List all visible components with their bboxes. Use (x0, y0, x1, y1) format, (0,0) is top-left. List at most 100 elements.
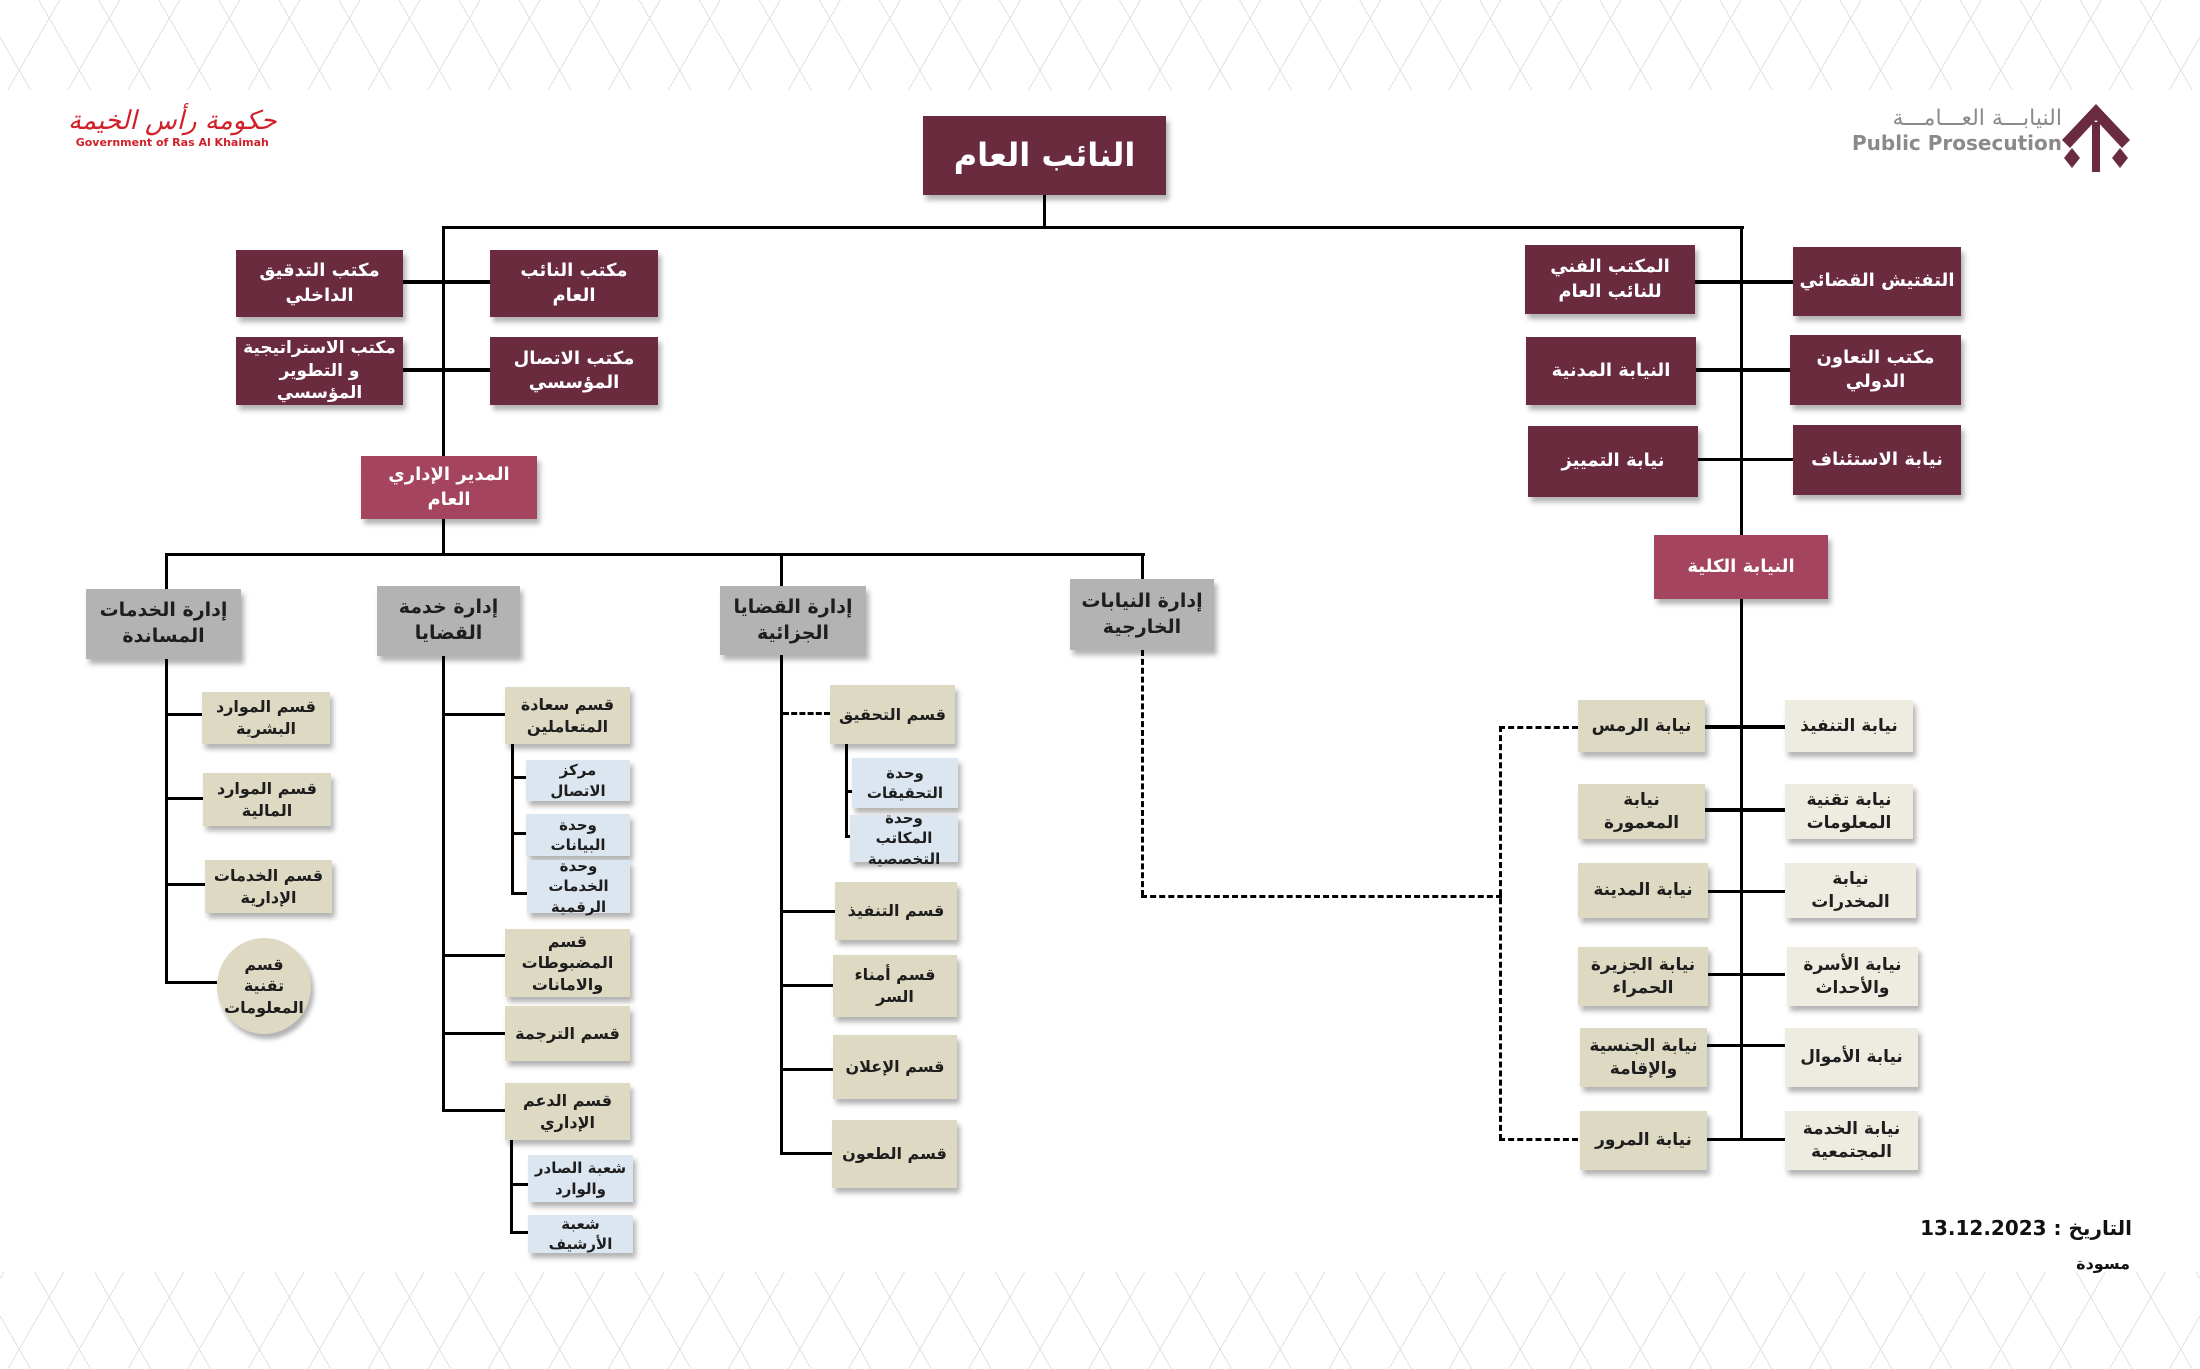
connector-line (845, 835, 852, 838)
connector-line (165, 981, 217, 984)
admin-director-box[interactable]: المدير الإداري العام (361, 456, 537, 519)
narcotics-prosecution-box[interactable]: نيابة المخدرات (1785, 863, 1916, 918)
connector-line (511, 892, 527, 895)
dashed-connector-line (1499, 726, 1578, 729)
connector-line (780, 984, 833, 987)
rams-prosecution-box[interactable]: نيابة الرمس (1578, 700, 1705, 752)
clerks-section-box[interactable]: قسم أمناء السر (833, 955, 957, 1017)
connector-line (1705, 725, 1785, 729)
it-prosecution-box[interactable]: نيابة تقنية المعلومات (1785, 784, 1913, 839)
support-services-dept-box[interactable]: إدارة الخدمات المساندة (86, 589, 241, 659)
city-prosecution-box[interactable]: نيابة المدينة (1578, 863, 1708, 918)
call-center-unit-box[interactable]: مركز الاتصال (526, 760, 630, 801)
connector-line (1141, 553, 1144, 580)
connector-line (165, 553, 1145, 556)
connector-line (442, 656, 445, 1112)
it-section-ellipse[interactable]: قسم تقنية المعلومات (217, 938, 311, 1034)
pp-logo-english: Public Prosecution (1852, 131, 2062, 155)
judicial-inspection-box[interactable]: التفتيش القضائي (1793, 247, 1961, 316)
connector-line (511, 744, 514, 895)
government-logo-english: Government of Ras Al Khaimah (75, 136, 269, 149)
connector-line (403, 280, 490, 284)
admin-support-section-box[interactable]: قسم الدعم الإداري (505, 1083, 630, 1140)
attorney-general-box[interactable]: النائب العام (923, 116, 1166, 195)
connector-line (442, 226, 445, 457)
public-prosecution-logo: النيابـــة العـــامـــة Public Prosecuti… (1852, 106, 2062, 155)
community-service-prosecution-box[interactable]: نيابة الخدمة المجتمعية (1785, 1111, 1918, 1170)
criminal-cases-dept-box[interactable]: إدارة القضايا الجزائية (720, 586, 866, 655)
connector-line (442, 519, 445, 555)
execution-section-box[interactable]: قسم التنفيذ (835, 882, 957, 940)
connector-line (780, 1068, 833, 1071)
pp-logo-arabic: النيابـــة العـــامـــة (1892, 106, 2062, 131)
case-services-dept-box[interactable]: إدارة خدمة القضايا (377, 586, 520, 656)
international-cooperation-office-box[interactable]: مكتب التعاون الدولي (1790, 335, 1961, 405)
connector-line (165, 659, 168, 983)
dashed-connector-line (1141, 895, 1502, 898)
seized-items-section-box[interactable]: قسم المضبوطات والامانات (505, 929, 630, 997)
connector-line (403, 368, 490, 372)
connector-line (511, 776, 526, 779)
family-juvenile-prosecution-box[interactable]: نيابة الأسرة والأحداث (1787, 947, 1918, 1006)
notification-section-box[interactable]: قسم الإعلان (833, 1035, 957, 1099)
admin-services-section-box[interactable]: قسم الخدمات الإدارية (205, 860, 332, 913)
translation-section-box[interactable]: قسم الترجمة (505, 1006, 630, 1061)
connector-line (442, 1109, 505, 1112)
funds-prosecution-box[interactable]: نيابة الأموال (1785, 1028, 1918, 1087)
maamoura-prosecution-box[interactable]: نيابة المعمورة (1578, 784, 1705, 839)
connector-line (1705, 890, 1785, 893)
data-unit-box[interactable]: وحدة البيانات (526, 814, 630, 856)
connector-line (511, 832, 526, 835)
cassation-prosecution-box[interactable]: نيابة التمييز (1528, 426, 1698, 497)
hr-section-box[interactable]: قسم الموارد البشرية (202, 692, 330, 744)
connector-line (780, 553, 783, 586)
total-prosecution-box[interactable]: النيابة الكلية (1654, 535, 1828, 599)
connector-line (510, 1140, 513, 1234)
draft-status-label: مسودة (2076, 1254, 2130, 1273)
connector-line (510, 1231, 528, 1234)
decorative-pattern-top (0, 0, 2200, 90)
connector-line (165, 883, 205, 886)
traffic-prosecution-box[interactable]: نيابة المرور (1580, 1111, 1707, 1170)
connector-line (1043, 195, 1046, 228)
dashed-connector-line (1141, 650, 1144, 896)
appeal-prosecution-box[interactable]: نيابة الاستئناف (1793, 425, 1961, 495)
connector-line (442, 1032, 505, 1035)
connector-line (1696, 368, 1790, 372)
government-logo-arabic: حكومة رأس الخيمة (68, 106, 277, 136)
connector-line (442, 954, 505, 957)
dashed-connector-line (1499, 1138, 1578, 1141)
nationality-residency-prosecution-box[interactable]: نيابة الجنسية والإقامة (1580, 1028, 1707, 1087)
connector-line (1705, 1044, 1785, 1047)
connector-line (780, 655, 783, 1155)
dashed-connector-line (1499, 726, 1502, 1140)
connector-line (442, 713, 505, 716)
external-prosecutions-dept-box[interactable]: إدارة النيابات الخارجية (1070, 579, 1214, 650)
connector-line (165, 553, 168, 589)
government-logo: حكومة رأس الخيمة Government of Ras Al Kh… (68, 106, 277, 149)
internal-audit-office-box[interactable]: مكتب التدقيق الداخلي (236, 250, 403, 317)
archive-unit-box[interactable]: شعبة الأرشيف (528, 1215, 633, 1253)
civil-prosecution-box[interactable]: النيابة المدنية (1526, 337, 1696, 405)
jazira-hamra-prosecution-box[interactable]: نيابة الجزيرة الحمراء (1578, 947, 1708, 1006)
digital-services-unit-box[interactable]: وحدة الخدمات الرقمية (527, 857, 630, 916)
connector-line (1705, 1138, 1785, 1141)
finance-section-box[interactable]: قسم الموارد المالية (203, 773, 331, 826)
communication-office-box[interactable]: مكتب الاتصال المؤسسي (490, 337, 658, 405)
investigation-section-box[interactable]: قسم التحقيق (830, 685, 955, 744)
connector-line (780, 910, 835, 913)
connector-line (1705, 973, 1785, 976)
strategy-office-box[interactable]: مكتب الاستراتيجية و التطوير المؤسسي (236, 337, 403, 405)
technical-office-box[interactable]: المكتب الفني للنائب العام (1525, 245, 1695, 314)
customer-happiness-section-box[interactable]: قسم سعادة المتعاملين (505, 687, 630, 744)
specialized-offices-unit-box[interactable]: وحدة المكاتب التخصصية (850, 809, 958, 868)
incoming-outgoing-unit-box[interactable]: شعبة الصادر والوارد (528, 1155, 633, 1202)
appeals-section-box[interactable]: قسم الطعون (832, 1120, 957, 1188)
connector-line (165, 713, 203, 716)
connector-line (1740, 226, 1743, 1140)
connector-line (1698, 458, 1793, 461)
execution-prosecution-box[interactable]: نيابة التنفيذ (1785, 700, 1913, 752)
attorney-general-office-box[interactable]: مكتب النائب العام (490, 250, 658, 317)
investigations-unit-box[interactable]: وحدة التحقيقات (852, 758, 958, 808)
connector-line (165, 797, 203, 800)
